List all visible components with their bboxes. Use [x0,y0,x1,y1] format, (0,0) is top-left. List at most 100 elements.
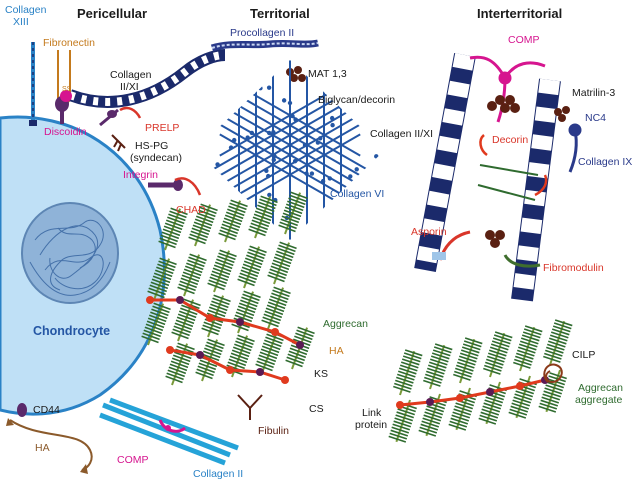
label-cs: CS [309,403,324,415]
collagen-vi-bead [330,122,335,128]
label-decorin: Decorin [492,134,529,146]
link-node [516,382,524,390]
collagen-vi-bead [267,130,272,136]
label-comp-bottom: COMP [117,454,149,466]
label-link-protein-1: Link [362,407,382,419]
label-mat13: MAT 1,3 [308,68,347,80]
link-node [256,368,264,376]
collagen-vi-bead [292,159,298,164]
label-chondrocyte: Chondrocyte [33,324,111,338]
aggrecan-monomer [147,257,177,301]
collagen-vi-bead [228,145,234,150]
label-collagen-xiii-1: Collagen [5,4,47,16]
collagen-xiii [29,42,37,126]
aggrecan-monomer [278,191,308,235]
collagen-vi-bead [271,157,276,163]
matrilin-3-lower [485,230,505,248]
link-node [271,328,279,336]
link-node [426,398,434,406]
label-fibromodulin: Fibromodulin [543,262,604,274]
aggrecan-monomer [261,286,291,330]
comp-right [469,55,546,123]
label-fibulin: Fibulin [258,425,289,437]
collagen-vi-bead [309,171,315,176]
link-node [176,296,184,304]
label-chad: CHAD [176,204,206,216]
aggrecan-monomer [218,199,248,243]
prelp [99,106,142,127]
collagen-vi-bead [232,137,237,143]
link-node [166,346,174,354]
collagen-vi-bead [287,100,293,106]
aggrecan-monomer [508,375,537,419]
collagen-vi-bead [266,173,271,179]
collagen-vi-bead [290,113,295,119]
label-aggrecan-aggregate-1: Aggrecan [578,382,623,394]
aggrecan-aggregate [388,319,573,443]
link-node [281,376,289,384]
label-collagen-ii-xi-left-2: II/XI [120,81,139,93]
hs-pg [111,134,126,152]
link-node [206,314,214,322]
label-collagen-ii-bottom: Collagen II [193,468,244,480]
collagen-vi-bead [320,178,326,184]
label-comp-right: COMP [508,34,540,46]
discoidin [55,90,72,124]
label-hs-pg-1: HS-PG [135,140,169,152]
label-ss: SS [62,86,72,93]
collagen-vi-bead [293,117,298,122]
label-collagen-ii-xi-right: Collagen II/XI [370,128,434,140]
collagen-vi-bead [258,86,263,91]
hyaluronan-chain [399,378,546,407]
aggrecan-monomer [158,207,188,251]
aggrecan-territorial [141,191,315,386]
collagen-vi-bead [315,140,321,145]
collagen-vi-bead [374,154,379,159]
aggrecan-monomer [478,381,507,425]
decorin-right [477,134,548,201]
collagen-ii-xi-pericellular [67,49,226,108]
label-cd44: CD44 [33,404,60,416]
label-collagen-vi: Collagen VI [330,188,385,200]
aggrecan-monomer [453,337,483,384]
heading-territorial: Territorial [250,6,310,21]
aggrecan-monomer [393,349,423,396]
aggrecan-monomer [188,203,218,247]
collagen-vi-bead [249,130,255,136]
collagen-vi-bead [271,130,276,135]
aggrecan-monomer [248,195,278,239]
label-hs-pg-2: (syndecan) [130,152,182,164]
collagen-vi-bead [281,98,287,103]
collagen-vi-bead [245,135,250,140]
collagen-vi-bead [215,172,221,178]
label-prelp: PRELP [145,122,180,134]
aggrecan-monomer [177,253,207,297]
aggrecan-monomer [513,325,543,372]
aggrecan-monomer [543,319,573,366]
label-asporin: Asporin [411,226,447,238]
aggrecan-monomer [418,393,447,437]
label-collagen-ii-xi-left-1: Collagen [110,69,152,81]
cilp [543,363,563,384]
aggrecan-monomer [448,387,477,431]
aggrecan-monomer [231,290,261,334]
collagen-ii-bottom [99,397,239,466]
link-node [296,341,304,349]
fibulin [237,394,263,420]
collagen-vi-bead [264,168,269,174]
collagen-vi-bead [318,136,323,141]
label-ks: KS [314,368,329,380]
collagen-vi-bead [267,192,272,198]
nucleus [21,202,119,304]
collagen-vi-bead [304,171,309,176]
link-node [196,351,204,359]
collagen-ii-xi-fibril-right [511,78,561,302]
hyaluronan-chain [150,298,301,347]
link-node [236,318,244,326]
link-node [396,401,404,409]
label-fibronectin: Fibronectin [43,37,95,49]
aggrecan-monomer [237,245,267,289]
heading-interterritorial: Interterritorial [477,6,563,21]
label-ha-bottom: HA [35,442,50,454]
